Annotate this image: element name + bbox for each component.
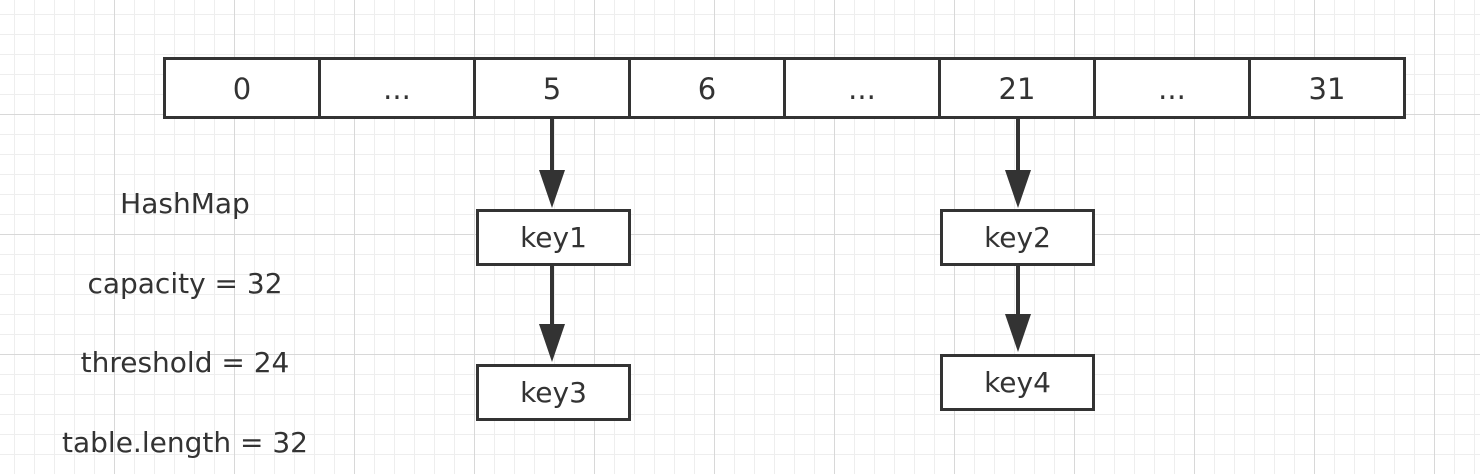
hashmap-title: HashMap <box>120 187 250 220</box>
array-cell-ellipsis-3: ... <box>1096 60 1251 116</box>
array-cell-21: 21 <box>941 60 1096 116</box>
array-cell-ellipsis-2: ... <box>786 60 941 116</box>
array-cell-6: 6 <box>631 60 786 116</box>
array-cell-31: 31 <box>1308 72 1346 106</box>
table-length-label: table.length = 32 <box>62 426 308 459</box>
hash-table-array: 0 ... 5 6 ... 21 ... 31 <box>163 57 1406 119</box>
capacity-label: capacity = 32 <box>87 267 283 300</box>
arrow-cell5-to-key1 <box>539 119 565 208</box>
node-key4: key4 <box>940 354 1095 411</box>
array-cell-5: 5 <box>476 60 631 116</box>
array-cell-0: 0 <box>166 60 321 116</box>
node-key1: key1 <box>476 209 631 266</box>
node-key2: key2 <box>940 209 1095 266</box>
array-cell-ellipsis-1: ... <box>321 60 476 116</box>
arrow-key2-to-key4 <box>1005 266 1031 352</box>
node-key3: key3 <box>476 364 631 421</box>
arrow-cell21-to-key2 <box>1005 119 1031 208</box>
arrow-key1-to-key3 <box>539 266 565 362</box>
threshold-label: threshold = 24 <box>80 346 290 379</box>
